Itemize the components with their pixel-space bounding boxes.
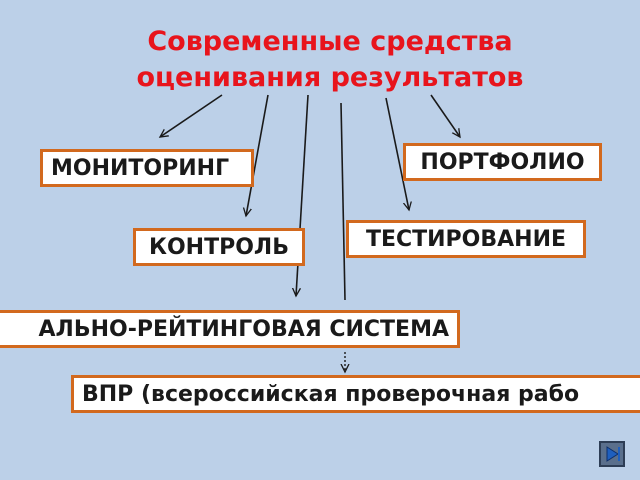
box-portfolio: ПОРТФОЛИО	[403, 143, 602, 181]
box-rating-system: АЛЬНО-РЕЙТИНГОВАЯ СИСТЕМА	[0, 310, 460, 348]
box-monitoring: МОНИТОРИНГ	[40, 149, 254, 187]
diagram-title: Современные средства оценивания результа…	[136, 26, 524, 93]
arrow-to-control	[246, 94, 269, 216]
box-control: КОНТРОЛЬ	[133, 228, 305, 266]
next-slide-button[interactable]	[599, 441, 625, 467]
arrow-to-testing	[385, 97, 409, 210]
box-testing: ТЕСТИРОВАНИЕ	[346, 220, 586, 258]
play-next-icon	[606, 446, 620, 462]
arrow-to-monitoring	[160, 94, 223, 137]
arrow-to-portfolio	[430, 94, 460, 137]
connector-vertical	[340, 102, 346, 301]
box-vpr: ВПР (всероссийская проверочная рабо	[71, 375, 640, 413]
